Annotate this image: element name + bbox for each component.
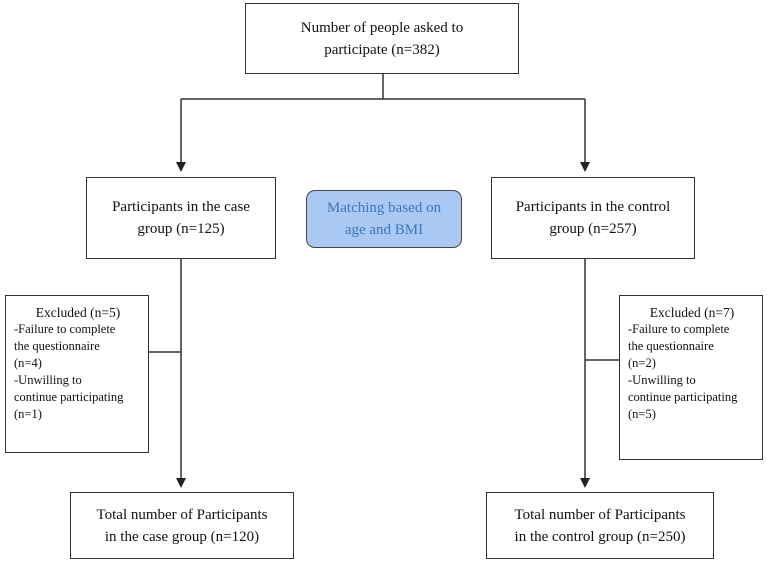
- matching-line-2: age and BMI: [344, 222, 424, 238]
- recruited-line-1: Number of people asked to: [300, 19, 464, 36]
- case-group-line-1: Participants in the case: [112, 199, 250, 215]
- control-group-line-2: group (n=257): [549, 221, 637, 237]
- control-group-line-1: Participants in the control: [515, 199, 671, 215]
- excluded-control-line: continue participating: [628, 390, 738, 404]
- excluded-control-line: (n=2): [628, 356, 656, 370]
- excluded-case-line: the questionnaire: [14, 339, 100, 353]
- total-control-box: Total number of Participants in the cont…: [486, 492, 714, 559]
- excluded-control-box: Excluded (n=7) -Failure to complete the …: [619, 295, 763, 460]
- excluded-control-line: (n=5): [628, 407, 656, 421]
- total-control-line-1: Total number of Participants: [514, 506, 686, 523]
- excluded-case-line: -Failure to complete: [14, 322, 116, 336]
- recruited-line-2: participate (n=382): [324, 41, 440, 58]
- total-case-line-1: Total number of Participants: [96, 506, 268, 523]
- excluded-case-box: Excluded (n=5) -Failure to complete the …: [5, 295, 149, 453]
- total-case-box: Total number of Participants in the case…: [70, 492, 294, 559]
- control-group-box: Participants in the control group (n=257…: [491, 177, 695, 259]
- total-case-line-2: in the case group (n=120): [104, 528, 260, 545]
- case-group-box: Participants in the case group (n=125): [86, 177, 276, 259]
- total-control-line-2: in the control group (n=250): [514, 528, 686, 545]
- excluded-case-line: -Unwilling to: [14, 373, 82, 387]
- excluded-case-line: (n=1): [14, 407, 42, 421]
- excluded-case-line: (n=4): [14, 356, 42, 370]
- matching-box: Matching based on age and BMI: [306, 190, 462, 248]
- excluded-case-title: Excluded (n=5): [35, 305, 121, 320]
- recruited-box: Number of people asked to participate (n…: [245, 3, 519, 74]
- excluded-control-line: -Unwilling to: [628, 373, 696, 387]
- excluded-case-line: continue participating: [14, 390, 124, 404]
- excluded-control-title: Excluded (n=7): [649, 305, 735, 320]
- matching-line-1: Matching based on: [326, 200, 442, 216]
- excluded-control-line: the questionnaire: [628, 339, 714, 353]
- case-group-line-2: group (n=125): [137, 221, 225, 237]
- excluded-control-line: -Failure to complete: [628, 322, 730, 336]
